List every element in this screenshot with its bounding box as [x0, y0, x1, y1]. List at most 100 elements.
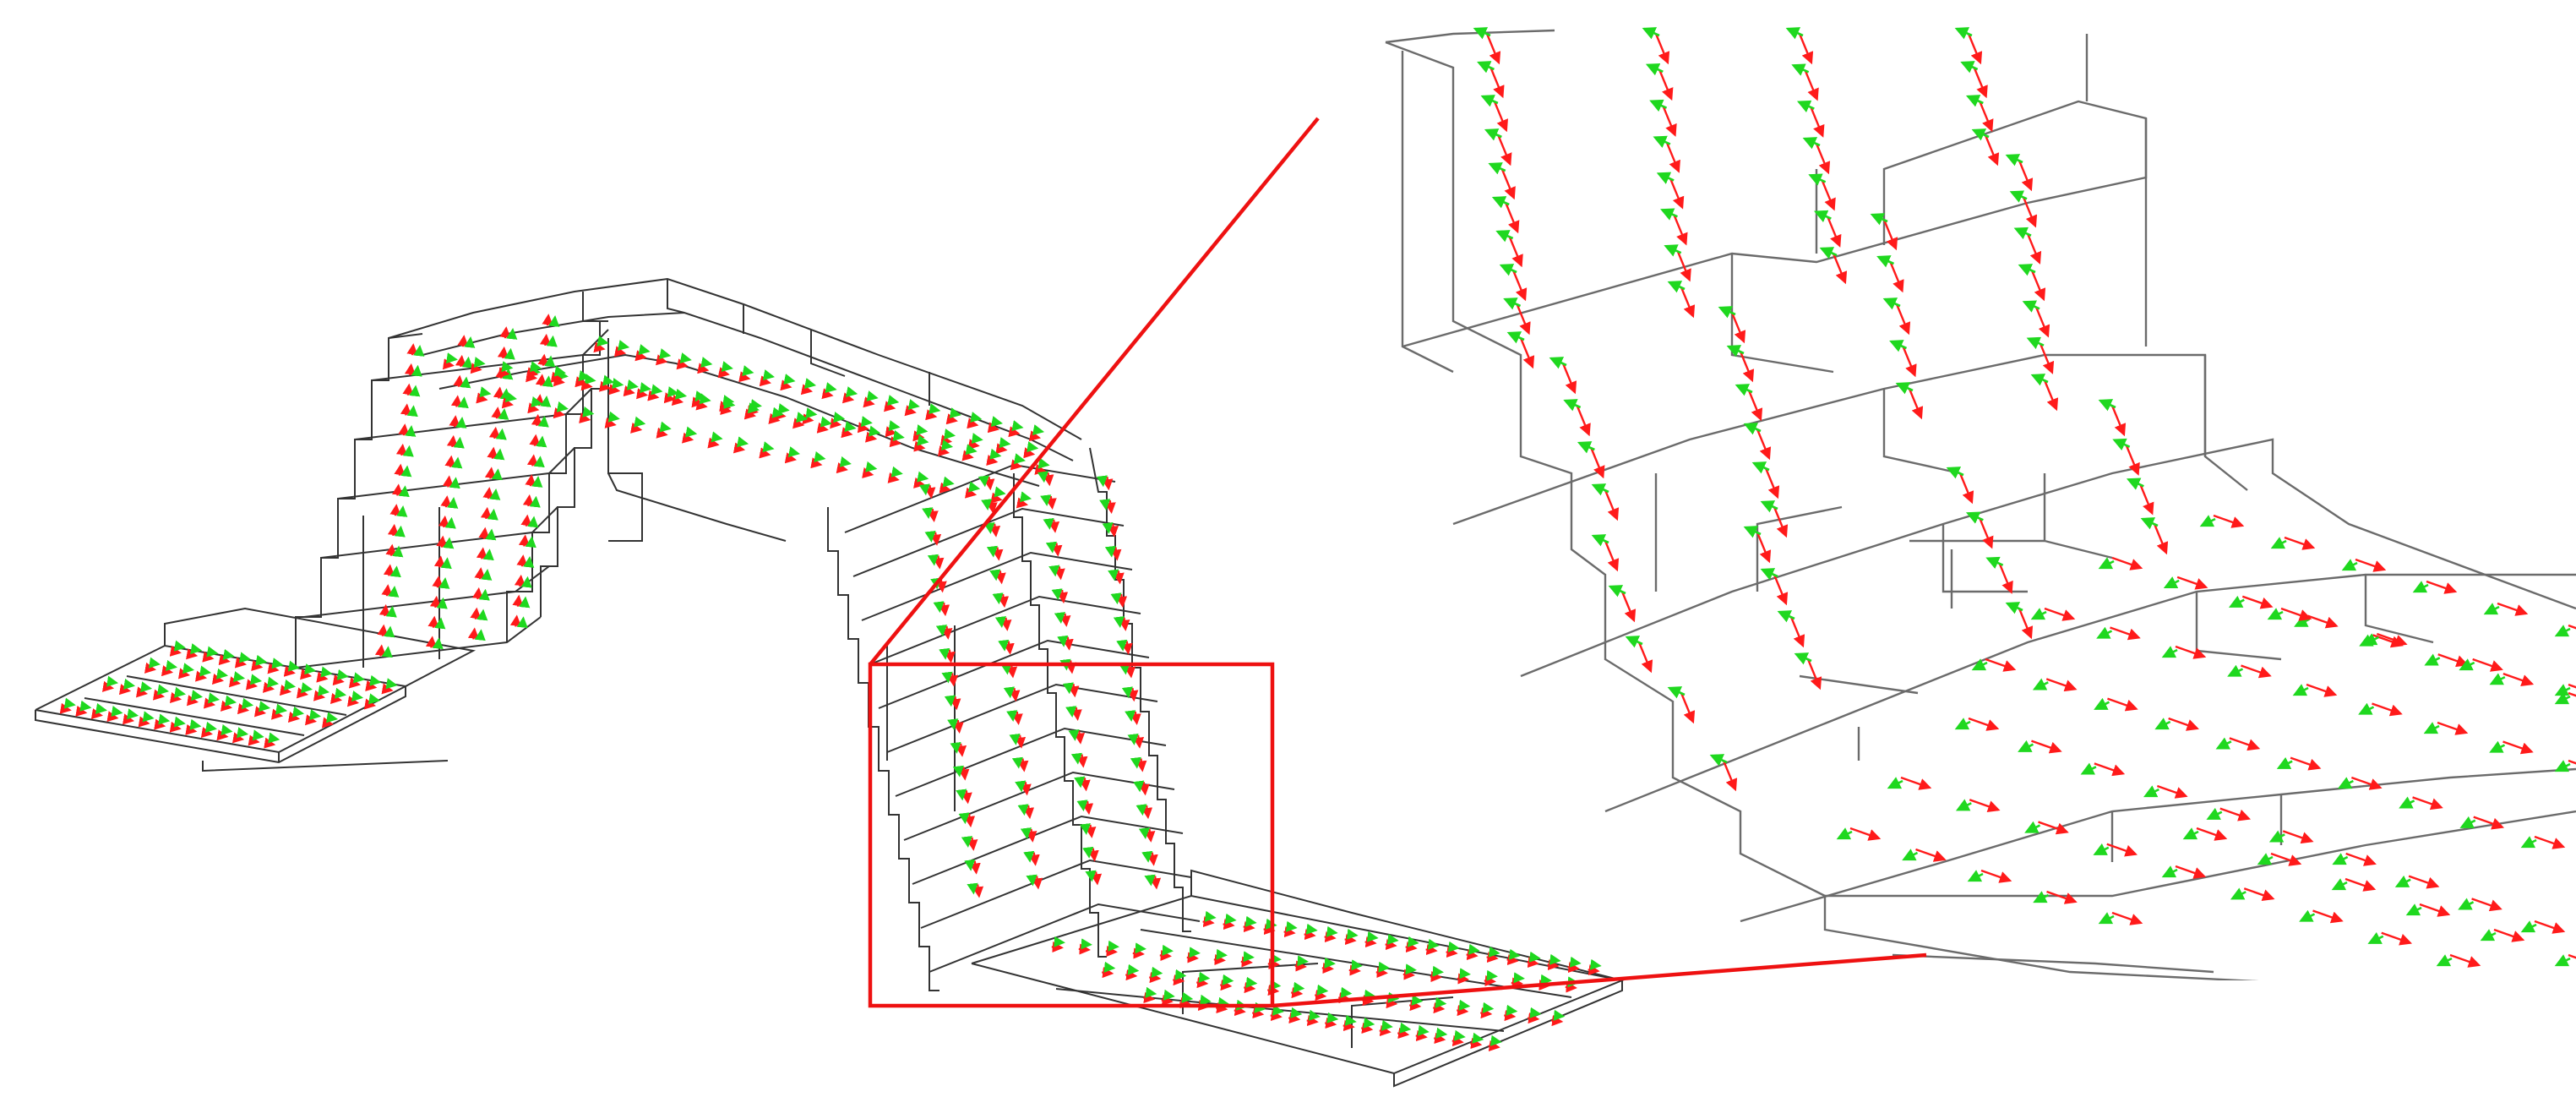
zoom-fiber-vector-green: [1667, 281, 1686, 293]
fiber-vector: [759, 375, 771, 387]
fiber-vector: [470, 363, 482, 374]
fiber-vector: [144, 662, 157, 674]
fiber-vector: [504, 347, 515, 360]
zoom-fiber-vector-red: [2408, 875, 2440, 889]
fiber-vector: [537, 415, 549, 428]
fiber-vector: [283, 679, 297, 690]
fiber-vector: [967, 837, 978, 851]
fiber-vector: [907, 399, 920, 411]
fiber-vector: [531, 476, 543, 488]
fiber-vector: [986, 454, 999, 466]
fiber-vector: [537, 353, 549, 366]
fiber-vector: [169, 645, 182, 657]
fiber-vector: [967, 439, 980, 450]
fiber-vector: [445, 352, 458, 364]
zoom-fiber-vector-red: [2034, 306, 2050, 338]
zoom-fiber-vector-green: [1473, 27, 1491, 40]
fiber-vector: [1244, 915, 1257, 927]
fiber-vector: [321, 717, 335, 729]
zoom-fiber-vector-red: [2568, 953, 2576, 959]
fiber-vector: [1078, 943, 1091, 955]
fiber-vector: [304, 714, 318, 726]
fiber-vector: [455, 354, 467, 368]
fiber-vector: [436, 535, 448, 548]
fiber-vector: [1003, 641, 1015, 655]
fiber-vector: [451, 456, 463, 469]
fiber-vector: [264, 737, 276, 749]
fiber-vector: [935, 625, 947, 636]
fiber-vector: [1014, 734, 1027, 749]
fiber-vector: [864, 431, 878, 443]
zoom-fiber-vector-green: [2268, 830, 2285, 843]
fiber-vector: [95, 702, 107, 714]
fiber-vector: [1486, 952, 1499, 963]
fiber-vector: [255, 654, 268, 666]
zoom-mesh-edge: [2364, 575, 2434, 644]
fiber-vector: [1315, 989, 1327, 1002]
fiber-vector: [717, 367, 730, 379]
fiber-vector: [1490, 1034, 1502, 1046]
zoom-fiber-vector-green: [2022, 300, 2040, 313]
fiber-vector: [1121, 686, 1133, 699]
fiber-vector: [722, 395, 735, 407]
fiber-vector: [482, 549, 494, 561]
zoom-fiber-vector-green: [1971, 128, 1990, 141]
fiber-vector: [1043, 472, 1054, 487]
fiber-vector: [1346, 928, 1359, 940]
mesh-edge: [1190, 869, 1623, 981]
fiber-vector: [1402, 969, 1415, 980]
zoom-fiber-vector-red: [2437, 721, 2469, 735]
fiber-vector: [111, 706, 123, 718]
fiber-vector: [1031, 876, 1043, 890]
zoom-fiber-vector-red: [1576, 405, 1591, 437]
fiber-vector: [1379, 1025, 1391, 1037]
fiber-vector: [994, 616, 1006, 628]
fiber-vector: [126, 708, 139, 720]
zoom-fiber-vector-green: [2094, 697, 2110, 710]
zoom-fiber-vector-green: [1760, 568, 1778, 581]
fiber-vector: [862, 467, 874, 479]
fiber-vector: [1340, 986, 1353, 998]
fiber-vector: [700, 357, 713, 368]
fiber-vector: [1196, 976, 1209, 989]
mesh-edge: [295, 333, 423, 668]
zoom-fiber-vector-green: [2554, 954, 2571, 967]
fiber-vector: [949, 407, 961, 419]
zoom-fiber-vector-green: [2098, 912, 2115, 925]
mesh-edge: [810, 330, 846, 377]
fiber-vector: [106, 675, 119, 687]
fiber-vector: [142, 711, 155, 723]
zoom-fiber-vector-green: [2093, 843, 2110, 855]
fiber-vector: [997, 593, 1010, 609]
fiber-vector: [1010, 459, 1022, 471]
zoom-fiber-vector-red: [2419, 903, 2451, 917]
fiber-vector: [1048, 519, 1060, 533]
fiber-vector: [1073, 730, 1086, 745]
zoom-fiber-vector-green: [2096, 626, 2113, 639]
fiber-vector: [1321, 962, 1334, 974]
fiber-vector: [762, 369, 775, 381]
fiber-vector: [1051, 543, 1063, 557]
mesh-edge: [886, 683, 1158, 753]
zoom-fiber-vector-red: [1967, 33, 1983, 65]
fiber-vector: [504, 391, 517, 403]
fiber-vector: [946, 673, 959, 687]
zoom-fiber-vector-green: [1960, 61, 1979, 74]
fiber-vector: [1076, 754, 1088, 768]
fiber-vector: [429, 595, 442, 609]
fiber-vector: [1005, 664, 1018, 679]
fiber-vector: [1217, 996, 1230, 1008]
fiber-vector: [1457, 973, 1469, 985]
fiber-vector: [857, 422, 869, 434]
fiber-vector: [796, 412, 809, 423]
zoom-fiber-vector-green: [2215, 737, 2232, 750]
fiber-vector: [1079, 778, 1091, 792]
fiber-vector: [450, 395, 463, 407]
fiber-vector: [1285, 920, 1298, 932]
fiber-vector: [904, 405, 917, 417]
zoom-fiber-vector-green: [1591, 534, 1609, 547]
fiber-vector: [1434, 1033, 1446, 1045]
mesh-edge: [1055, 988, 1505, 1032]
fiber-vector: [1316, 984, 1329, 996]
zoom-fiber-vector-green: [1794, 652, 1812, 665]
